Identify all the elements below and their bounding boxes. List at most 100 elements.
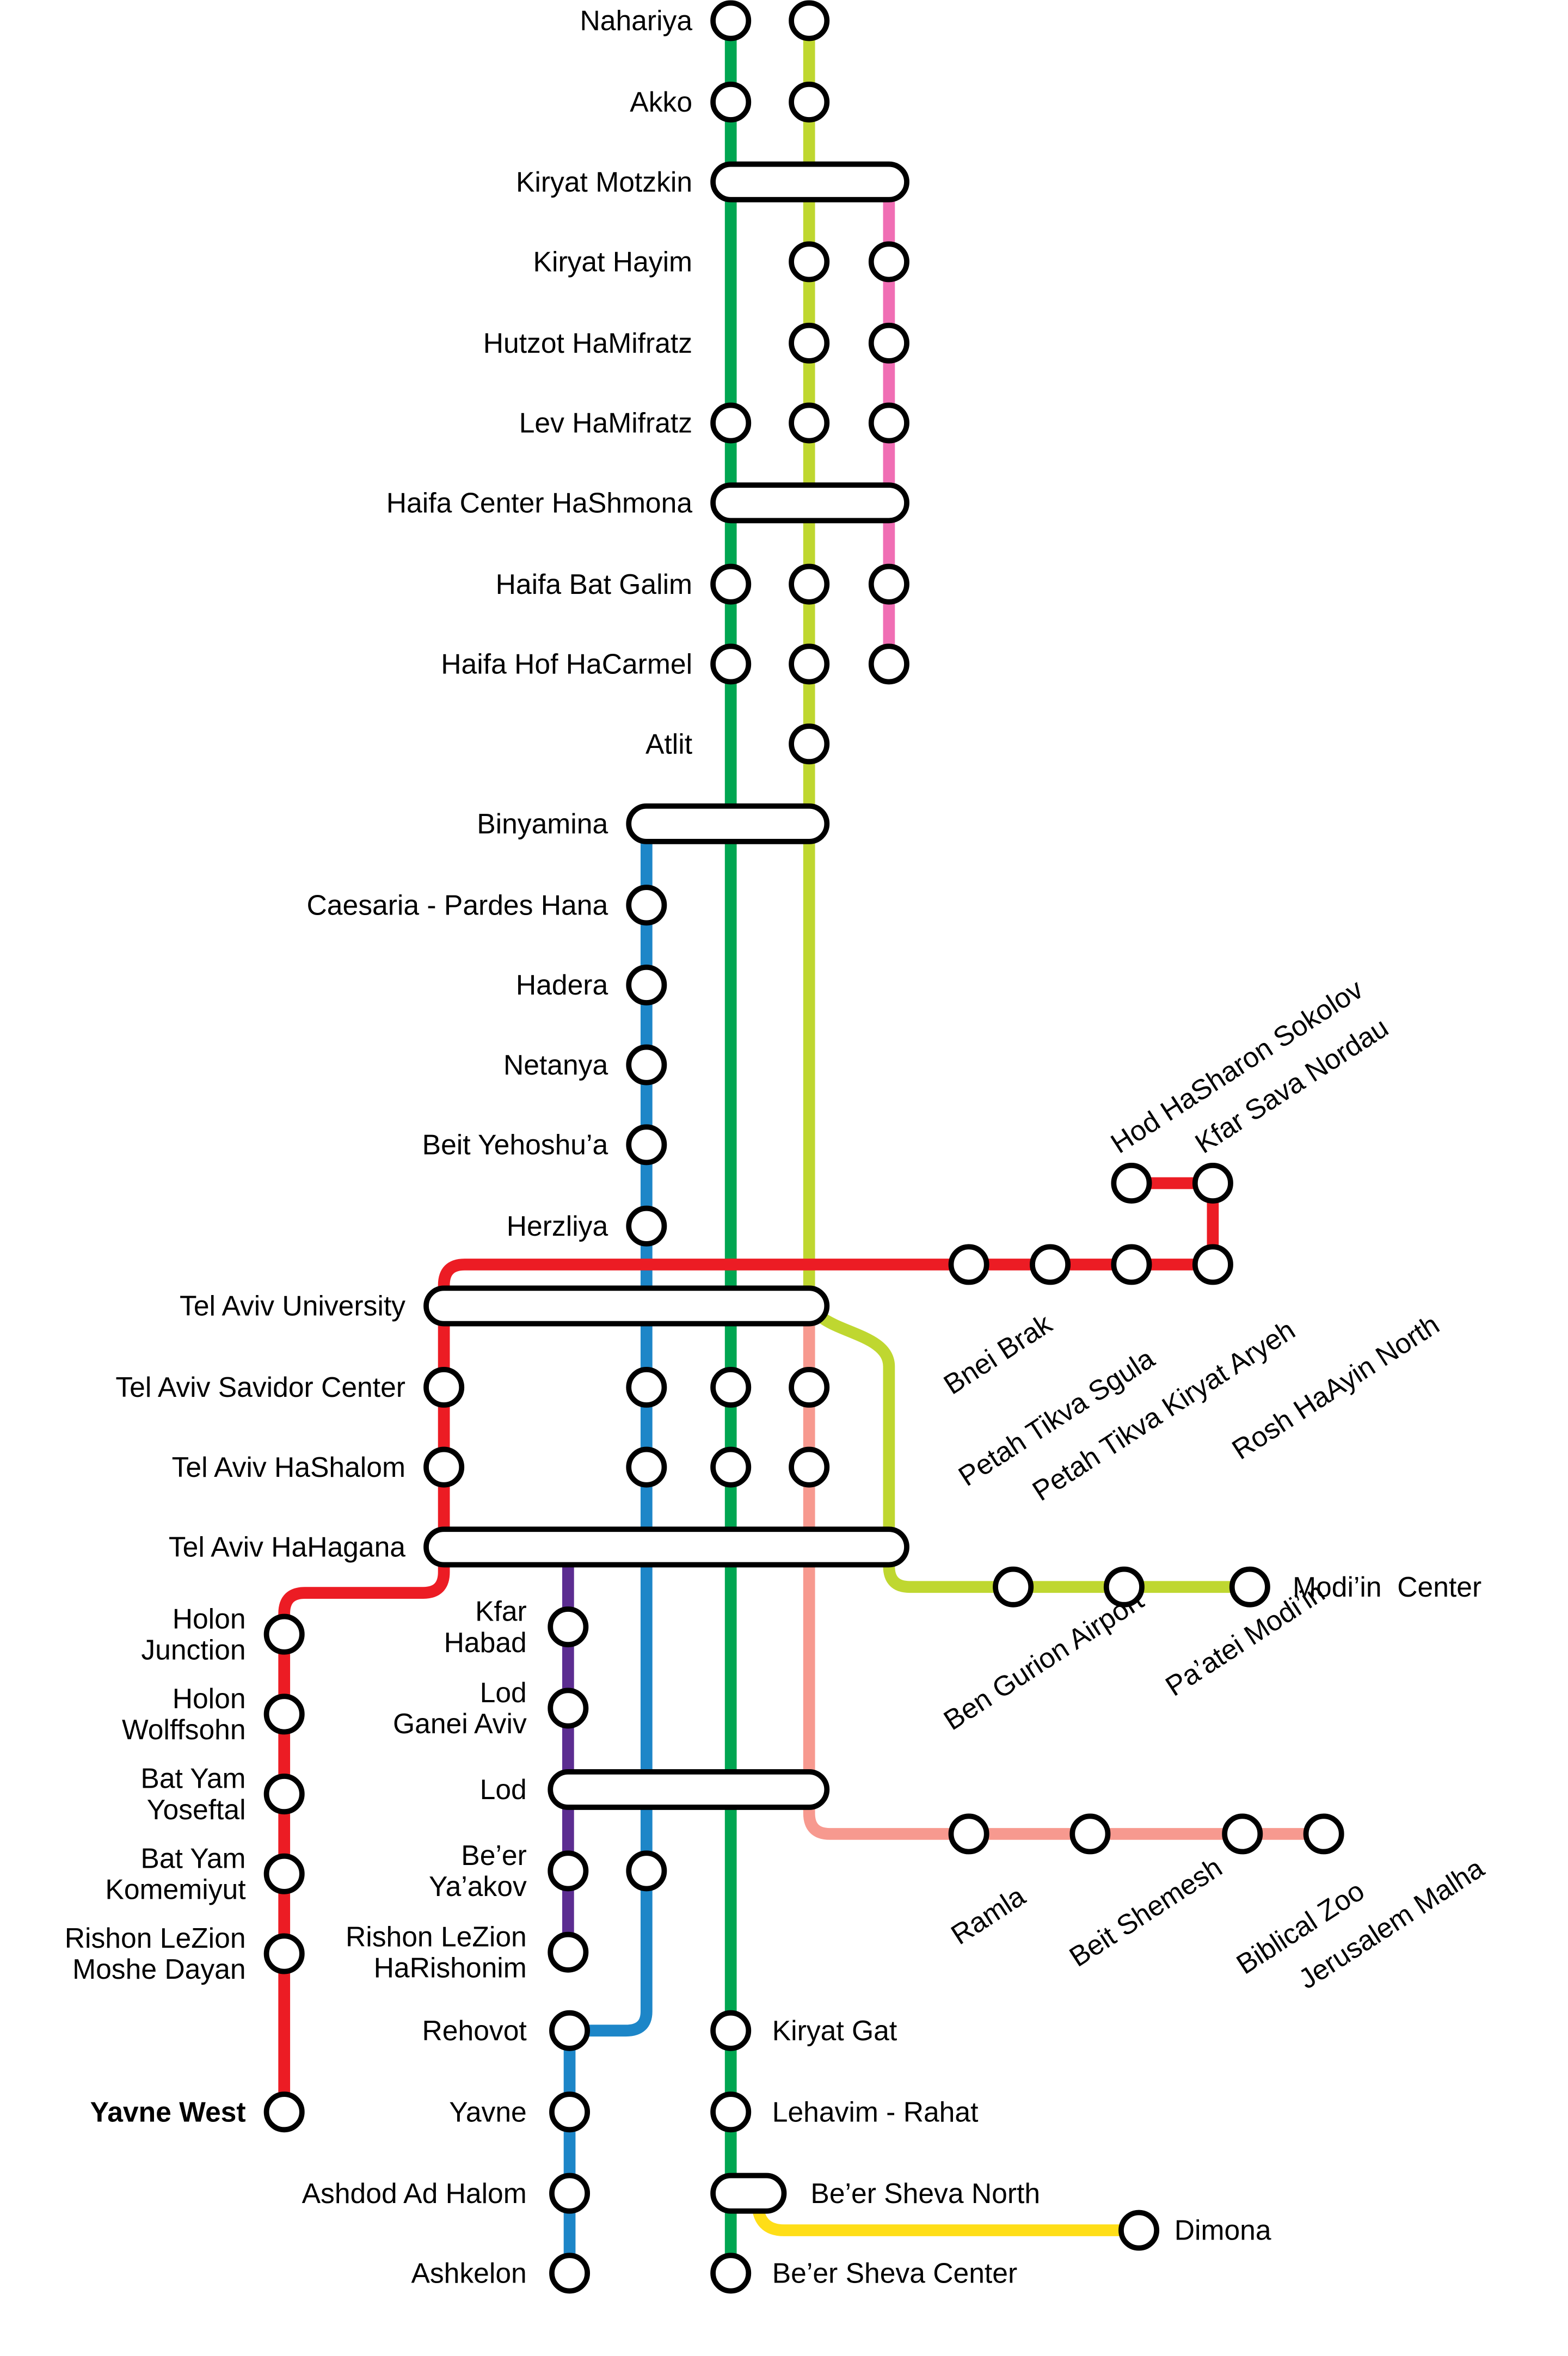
station-marker-circle <box>263 1853 305 1894</box>
station-hadera: Hadera <box>516 964 667 1005</box>
station-marker-circle <box>263 1933 305 1974</box>
station-label-kiryat-gat: Kiryat Gat <box>772 2015 897 2046</box>
station-label-hadera: Hadera <box>516 969 608 1001</box>
station-marker-circle <box>1303 1813 1344 1855</box>
station-marker-circle <box>789 81 830 122</box>
station-hod-hasharon-sokolov: Hod HaSharon Sokolov <box>1105 973 1368 1204</box>
station-label-caesaria-pardes-hana: Caesaria - Pardes Hana <box>307 889 608 921</box>
station-label-yavne: Yavne <box>449 2096 527 2127</box>
station-marker-circle <box>1192 1244 1233 1285</box>
station-marker-pill <box>423 1285 830 1327</box>
station-marker-circle <box>626 885 667 926</box>
station-marker-circle <box>1111 1163 1152 1204</box>
station-label-lehavim-rahat: Lehavim - Rahat <box>772 2096 979 2127</box>
station-marker-circle <box>1030 1244 1071 1285</box>
station-label-tel-aviv-university: Tel Aviv University <box>180 1290 405 1322</box>
station-marker-circle <box>789 1446 830 1488</box>
station-label-be-er-sheva-north: Be’er Sheva North <box>810 2177 1040 2209</box>
station-marker-pill <box>423 1526 909 1568</box>
station-marker-circle <box>548 1850 589 1892</box>
station-marker-circle <box>1111 1244 1152 1285</box>
station-marker-circle <box>789 643 830 685</box>
station-marker-circle <box>710 2010 752 2051</box>
station-kiryat-gat: Kiryat Gat <box>710 2010 897 2051</box>
station-marker-circle <box>710 2091 752 2133</box>
station-marker-circle <box>626 1446 667 1488</box>
station-label-netanya: Netanya <box>503 1049 608 1081</box>
station-lehavim-rahat: Lehavim - Rahat <box>710 2091 979 2133</box>
station-marker-circle <box>1069 1813 1111 1855</box>
station-label-beit-yehoshu-a: Beit Yehoshu’a <box>422 1129 608 1161</box>
station-label-haifa-bat-galim: Haifa Bat Galim <box>496 568 692 600</box>
station-marker-circle <box>710 1366 752 1408</box>
station-marker-circle <box>1222 1813 1263 1855</box>
station-marker-circle <box>789 1366 830 1408</box>
station-marker-circle <box>549 2173 591 2214</box>
station-label-nahariya: Nahariya <box>580 5 693 36</box>
station-marker-pill <box>548 1769 830 1810</box>
station-label-haifa-center-hashmona: Haifa Center HaShmona <box>386 487 693 518</box>
station-marker-circle <box>1229 1566 1270 1608</box>
station-marker-circle <box>868 322 909 364</box>
station-beit-yehoshu-a: Beit Yehoshu’a <box>422 1124 667 1165</box>
station-marker-circle <box>1118 2210 1160 2251</box>
station-marker-circle <box>626 1850 667 1892</box>
station-label-beit-shemesh: Beit Shemesh <box>1063 1851 1227 1973</box>
station-marker-circle <box>789 402 830 444</box>
station-label-ben-gurion-airport: Ben Gurion Airport <box>938 1584 1149 1736</box>
station-tel-aviv-university: Tel Aviv University <box>180 1285 830 1327</box>
station-marker-circle <box>789 723 830 765</box>
station-marker-circle <box>1103 1566 1145 1608</box>
station-marker-circle <box>948 1813 989 1855</box>
station-label-ramla: Ramla <box>945 1880 1031 1950</box>
station-label-modi-in-center: Modi’in Center <box>1293 1571 1481 1603</box>
station-marker-circle <box>549 2091 591 2133</box>
station-yavne: Yavne <box>449 2091 591 2133</box>
station-marker-circle <box>263 1613 305 1655</box>
station-marker-pill <box>710 2173 787 2214</box>
station-ashdod-ad-halom: Ashdod Ad Halom <box>302 2173 591 2214</box>
station-ashkelon: Ashkelon <box>411 2253 591 2294</box>
station-marker-circle <box>263 1774 305 1815</box>
station-be-er-sheva-center: Be’er Sheva Center <box>710 2253 1017 2294</box>
station-haifa-hof-hacarmel: Haifa Hof HaCarmel <box>441 643 909 685</box>
station-lod: Lod <box>480 1769 830 1810</box>
station-marker-circle <box>789 241 830 283</box>
station-marker-circle <box>948 1244 989 1285</box>
station-marker-circle <box>548 1606 589 1648</box>
station-label-rehovot: Rehovot <box>422 2015 527 2046</box>
station-marker-circle <box>423 1366 465 1408</box>
station-be-er-sheva-north: Be’er Sheva North <box>710 2173 1040 2214</box>
station-marker-circle <box>548 1688 589 1729</box>
station-dimona: Dimona <box>1118 2210 1271 2251</box>
station-label-tel-aviv-hashalom: Tel Aviv HaShalom <box>172 1451 405 1483</box>
station-marker-circle <box>710 643 752 685</box>
station-label-lod: Lod <box>480 1774 527 1805</box>
station-tel-aviv-hahagana: Tel Aviv HaHagana <box>169 1526 909 1568</box>
station-label-ashdod-ad-halom: Ashdod Ad Halom <box>302 2177 527 2209</box>
salmon-line <box>803 1306 1324 1840</box>
station-marker-circle <box>423 1446 465 1488</box>
station-marker-circle <box>710 0 752 41</box>
station-nahariya: Nahariya <box>580 0 830 41</box>
station-marker-circle <box>789 0 830 41</box>
station-atlit: Atlit <box>645 723 830 765</box>
station-label-atlit: Atlit <box>645 728 692 759</box>
station-marker-circle <box>549 2010 591 2051</box>
station-marker-circle <box>710 2253 752 2294</box>
station-label-be-er-sheva-center: Be’er Sheva Center <box>772 2257 1017 2289</box>
station-marker-pill <box>710 161 909 203</box>
